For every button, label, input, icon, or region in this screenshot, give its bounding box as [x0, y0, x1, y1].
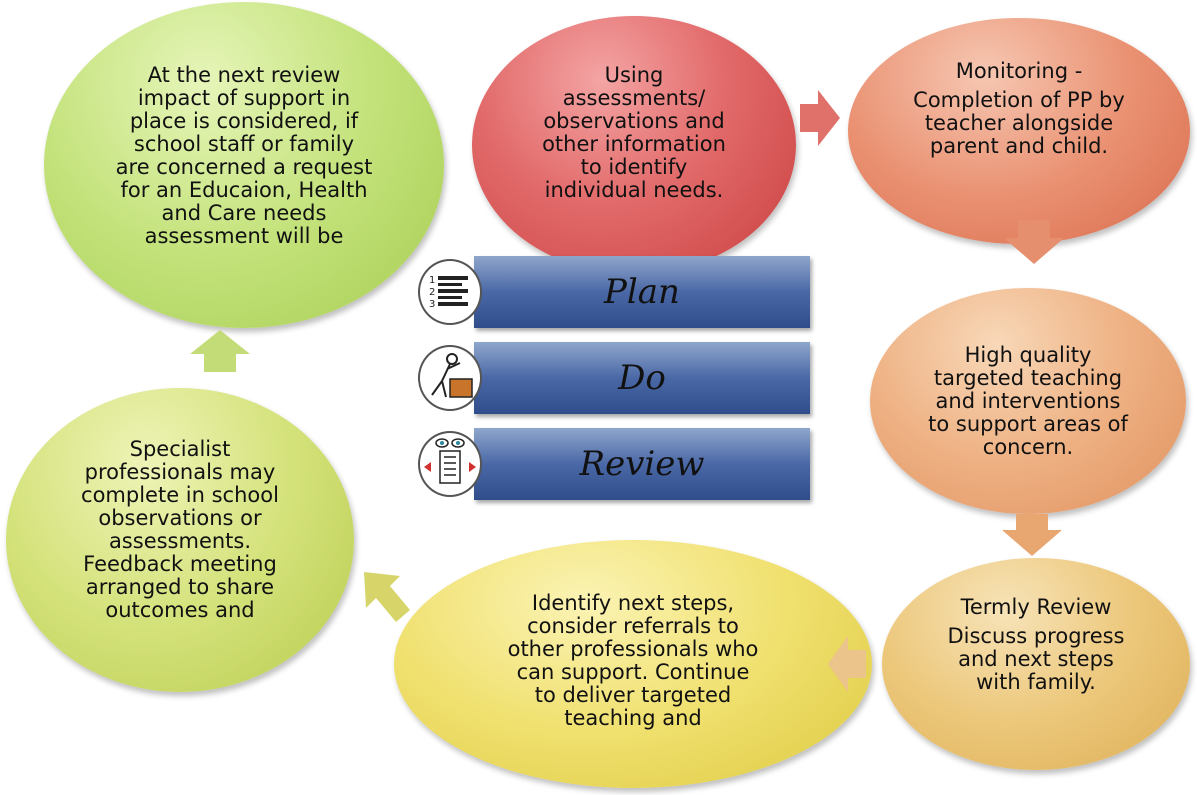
arrow-up-icon	[190, 330, 250, 372]
person-working-icon	[418, 345, 482, 411]
termly-review-ellipse: Termly Review Discuss progress and next …	[882, 558, 1190, 770]
specialist-text: Specialist professionals may complete in…	[81, 437, 279, 622]
next-steps-text: Identify next steps, consider referrals …	[507, 591, 759, 730]
plan-bar: Plan	[474, 256, 810, 328]
monitoring-title: Monitoring -	[955, 59, 1083, 83]
review-label: Review	[579, 444, 705, 484]
arrow-left-icon	[828, 636, 866, 692]
do-row: Do	[418, 342, 810, 418]
next-review-text: At the next review impact of support in …	[115, 63, 373, 248]
identify-needs-ellipse: Using assessments/ observations and othe…	[472, 16, 796, 274]
arrow-right-icon	[800, 90, 840, 146]
specialist-ellipse: Specialist professionals may complete in…	[6, 388, 354, 692]
arrow-up-left-icon	[364, 572, 410, 622]
monitoring-text: Completion of PP by teacher alongside pa…	[913, 88, 1125, 158]
monitoring-ellipse: Monitoring - Completion of PP by teacher…	[848, 18, 1190, 244]
svg-text:3: 3	[429, 299, 435, 310]
termly-review-title: Termly Review	[960, 595, 1112, 619]
list-icon: 1 2 3	[418, 259, 482, 325]
review-row: Review	[418, 428, 810, 504]
do-bar: Do	[474, 342, 810, 414]
next-review-ellipse: At the next review impact of support in …	[44, 2, 444, 328]
identify-needs-text: Using assessments/ observations and othe…	[542, 63, 726, 202]
svg-text:1: 1	[429, 275, 435, 286]
arrow-down-icon	[1004, 220, 1064, 264]
targeted-teaching-text: High quality targeted teaching and inter…	[928, 342, 1128, 459]
plan-label: Plan	[604, 272, 680, 312]
next-steps-ellipse: Identify next steps, consider referrals …	[394, 540, 872, 788]
document-eyes-icon	[418, 431, 482, 497]
do-label: Do	[618, 358, 666, 398]
arrow-down-icon	[1002, 514, 1062, 556]
termly-review-text: Discuss progress and next steps with fam…	[947, 624, 1125, 694]
review-bar: Review	[474, 428, 810, 500]
plan-row: Plan 1 2 3	[418, 256, 810, 332]
svg-text:2: 2	[429, 287, 435, 298]
targeted-teaching-ellipse: High quality targeted teaching and inter…	[870, 288, 1186, 514]
